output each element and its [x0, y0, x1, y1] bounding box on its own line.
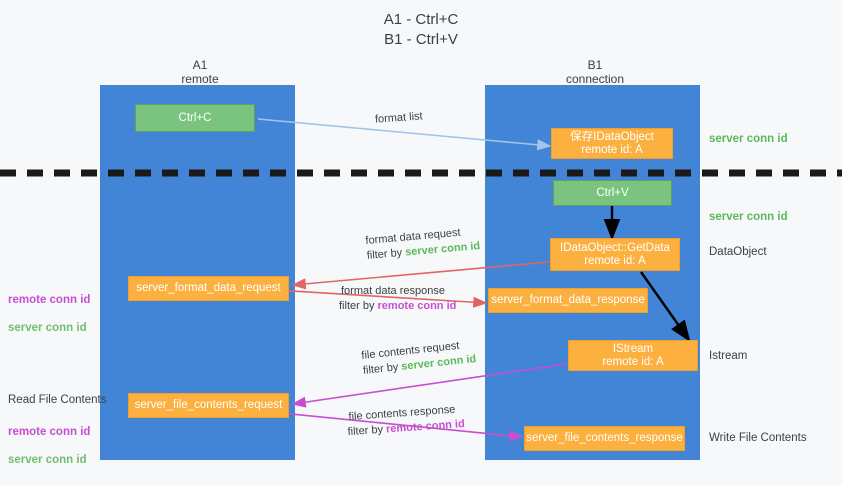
page-title: A1 - Ctrl+C B1 - Ctrl+V	[383, 11, 459, 48]
wire-label-format-data-response: format data response filter by remote co…	[339, 284, 457, 314]
lane-header-a1: A1 remote	[181, 58, 219, 86]
annotation-server-conn-id-format: server conn id	[8, 322, 87, 334]
node-ctrl-c[interactable]: Ctrl+C	[135, 104, 255, 132]
annotation-write-file-contents: Write File Contents	[709, 432, 807, 444]
wire-label-format-data-response-filter: filter by remote conn id	[339, 300, 457, 312]
wire-label-format-data-request: format data request filter by server con…	[365, 224, 481, 264]
annotation-remote-conn-id-file: remote conn id	[8, 426, 91, 438]
wire-label-format-data-response-text: format data response	[341, 285, 445, 297]
annotation-dataobject: DataObject	[709, 246, 767, 258]
annotation-read-file-contents: Read File Contents	[8, 394, 107, 406]
node-server-file-contents-request[interactable]: server_file_contents_request	[128, 393, 289, 418]
node-idataobject-getdata[interactable]: IDataObject::GetData remote id: A	[550, 238, 680, 271]
node-server-format-data-request[interactable]: server_format_data_request	[128, 276, 289, 301]
node-ctrl-v[interactable]: Ctrl+V	[553, 180, 672, 206]
node-istream[interactable]: IStream remote id: A	[568, 340, 698, 371]
wire-label-format-list: format list	[374, 110, 424, 126]
node-server-file-contents-response[interactable]: server_file_contents_response	[524, 426, 685, 451]
wire-label-file-contents-request: file contents request filter by server c…	[361, 337, 477, 379]
wire-label-file-contents-response: file contents response filter by remote …	[347, 402, 465, 440]
node-store-idataobject[interactable]: 保存IDataObject remote id: A	[551, 128, 673, 159]
annotation-server-conn-id-file: server conn id	[8, 454, 87, 466]
annotation-conn-ids-format: remote conn id server conn id	[8, 279, 90, 335]
annotation-remote-conn-id-format: remote conn id	[8, 294, 91, 306]
node-server-format-data-response[interactable]: server_format_data_response	[488, 288, 648, 313]
lane-header-b1: B1 connection	[565, 58, 625, 86]
annotation-server-conn-id-top: server conn id	[709, 133, 788, 145]
annotation-conn-ids-file: remote conn id server conn id	[8, 411, 90, 467]
annotation-istream: Istream	[709, 350, 748, 362]
annotation-server-conn-id-mid: server conn id	[709, 211, 788, 223]
